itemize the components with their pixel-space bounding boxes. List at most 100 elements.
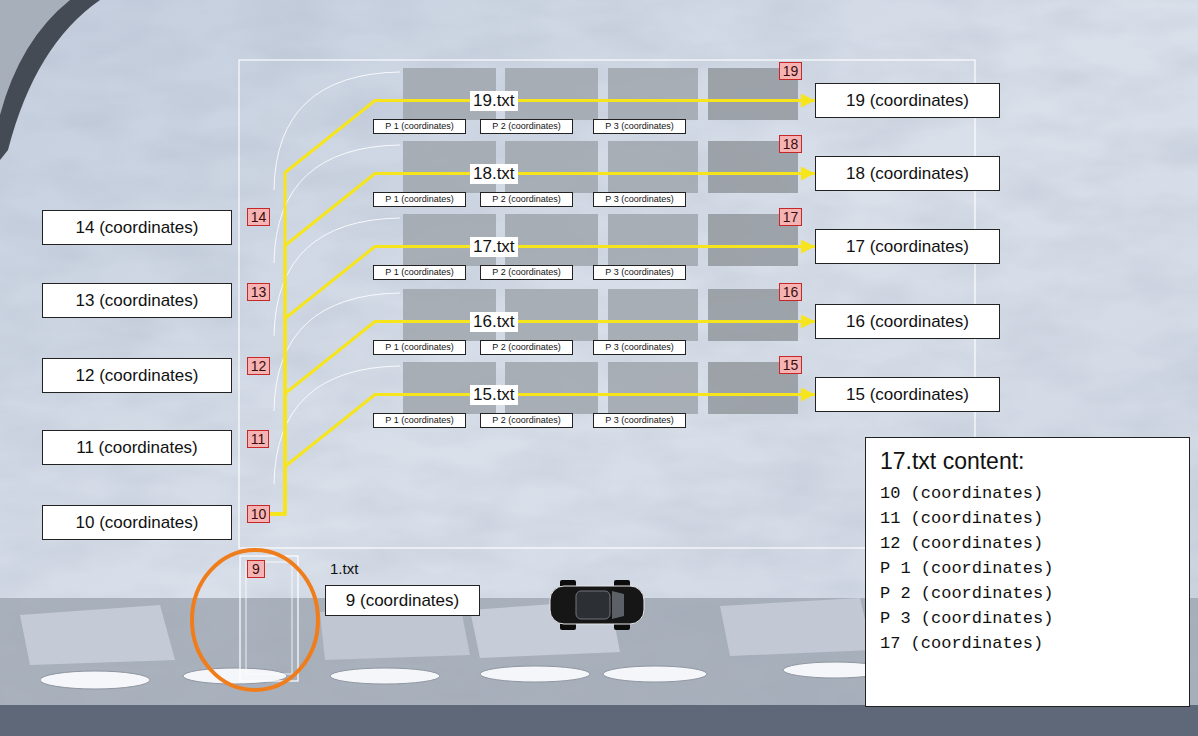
parking-point-box: P 2 (coordinates) [480, 340, 573, 355]
marker-number: 13 [251, 285, 267, 299]
parking-point-box: P 3 (coordinates) [593, 119, 686, 134]
waypoint-marker: 13 [247, 283, 270, 301]
curb-stone [40, 671, 150, 689]
box-label: 11 (coordinates) [76, 438, 198, 458]
pole-shadow [0, 0, 100, 160]
route-arrow [270, 247, 815, 515]
point-label: P 1 (coordinates) [385, 194, 453, 205]
route-arrow [270, 101, 815, 515]
waypoint-marker: 17 [779, 208, 802, 226]
route-arrows [270, 101, 815, 515]
coordinate-box: 15 (coordinates) [815, 377, 1000, 412]
box-label: 14 (coordinates) [76, 218, 199, 238]
waypoint-marker: 15 [779, 356, 802, 374]
car-windshield [612, 591, 624, 619]
parking-space [608, 141, 698, 193]
point-label: P 2 (coordinates) [492, 121, 560, 132]
waypoint-marker: 16 [779, 283, 802, 301]
curb-stones [40, 662, 887, 689]
point-label: P 3 (coordinates) [605, 342, 673, 353]
parking-point-box: P 1 (coordinates) [373, 265, 466, 280]
waypoint-marker: 19 [779, 62, 802, 80]
snow-bank [720, 598, 872, 656]
parking-point-box: P 1 (coordinates) [373, 119, 466, 134]
parking-space [608, 362, 698, 414]
curb-stone [480, 666, 590, 682]
marker-number: 18 [783, 137, 799, 151]
content-line: 10 (coordinates) [880, 481, 1043, 506]
content-line: P 1 (coordinates) [880, 556, 1053, 581]
coordinate-box: 17 (coordinates) [815, 229, 1000, 264]
marker-number: 10 [251, 507, 267, 521]
coordinate-box: 18 (coordinates) [815, 156, 1000, 191]
marker-number: 15 [783, 358, 799, 372]
point-label: P 3 (coordinates) [605, 267, 673, 278]
parking-space [505, 289, 598, 341]
route-file-label: 18.txt [470, 164, 518, 184]
highlight-circle [192, 550, 318, 690]
marker-number: 14 [251, 210, 267, 224]
route-file-label: 17.txt [470, 237, 518, 257]
parking-point-box: P 2 (coordinates) [480, 119, 573, 134]
parking-point-box: P 2 (coordinates) [480, 413, 573, 428]
box-label: 16 (coordinates) [846, 312, 969, 332]
parking-point-box: P 1 (coordinates) [373, 340, 466, 355]
route-arrow [270, 322, 815, 515]
parking-point-box: P 1 (coordinates) [373, 413, 466, 428]
pole-highlight [0, 0, 70, 115]
route-file-label: 15.txt [470, 385, 518, 405]
parking-space [608, 289, 698, 341]
route-file-label: 16.txt [470, 312, 518, 332]
box-label: 12 (coordinates) [76, 366, 199, 386]
parking-point-box: P 3 (coordinates) [593, 192, 686, 207]
point-label: P 2 (coordinates) [492, 267, 560, 278]
spot-outline [246, 562, 292, 674]
car-body [550, 586, 644, 624]
coordinate-box: 12 (coordinates) [42, 358, 232, 393]
marker-number: 9 [252, 562, 260, 576]
coordinate-box: 11 (coordinates) [42, 430, 232, 465]
content-line: P 3 (coordinates) [880, 606, 1053, 631]
curb-stone [330, 668, 440, 684]
curb-stone [603, 666, 707, 682]
route-arrow [270, 395, 815, 515]
parking-point-box: P 3 (coordinates) [593, 413, 686, 428]
parking-space [505, 141, 598, 193]
box-label: 15 (coordinates) [846, 385, 969, 405]
waypoint-marker: 10 [247, 505, 270, 523]
parking-point-box: P 2 (coordinates) [480, 192, 573, 207]
point-label: P 2 (coordinates) [492, 194, 560, 205]
point-label: P 1 (coordinates) [385, 342, 453, 353]
point-label: P 2 (coordinates) [492, 342, 560, 353]
snow-bank [20, 605, 175, 665]
box-label: 17 (coordinates) [846, 237, 969, 257]
content-line: P 2 (coordinates) [880, 581, 1053, 606]
parking-space [608, 68, 698, 120]
waypoint-marker: 11 [247, 430, 269, 448]
coordinate-box: 13 (coordinates) [42, 283, 232, 318]
waypoint-marker: 18 [779, 135, 802, 153]
file-content-box: 17.txt content:10 (coordinates)11 (coord… [865, 437, 1190, 707]
road-edge [0, 705, 1198, 736]
parking-space [505, 214, 598, 266]
point-label: P 3 (coordinates) [605, 121, 673, 132]
box-label: 9 (coordinates) [346, 591, 459, 611]
parking-point-box: P 1 (coordinates) [373, 192, 466, 207]
coordinate-box: 16 (coordinates) [815, 304, 1000, 339]
point-label: P 3 (coordinates) [605, 194, 673, 205]
marker-number: 16 [783, 285, 799, 299]
box-label: 18 (coordinates) [846, 164, 969, 184]
marker-number: 12 [251, 359, 267, 373]
coordinate-box: 10 (coordinates) [42, 505, 232, 540]
car-roof [576, 591, 610, 619]
route-file-label: 19.txt [470, 91, 518, 111]
point-label: P 1 (coordinates) [385, 415, 453, 426]
parking-space [505, 362, 598, 414]
point-label: P 1 (coordinates) [385, 121, 453, 132]
marker-number: 17 [783, 210, 799, 224]
coordinate-box: 9 (coordinates) [325, 585, 480, 616]
content-line: 17 (coordinates) [880, 631, 1043, 656]
